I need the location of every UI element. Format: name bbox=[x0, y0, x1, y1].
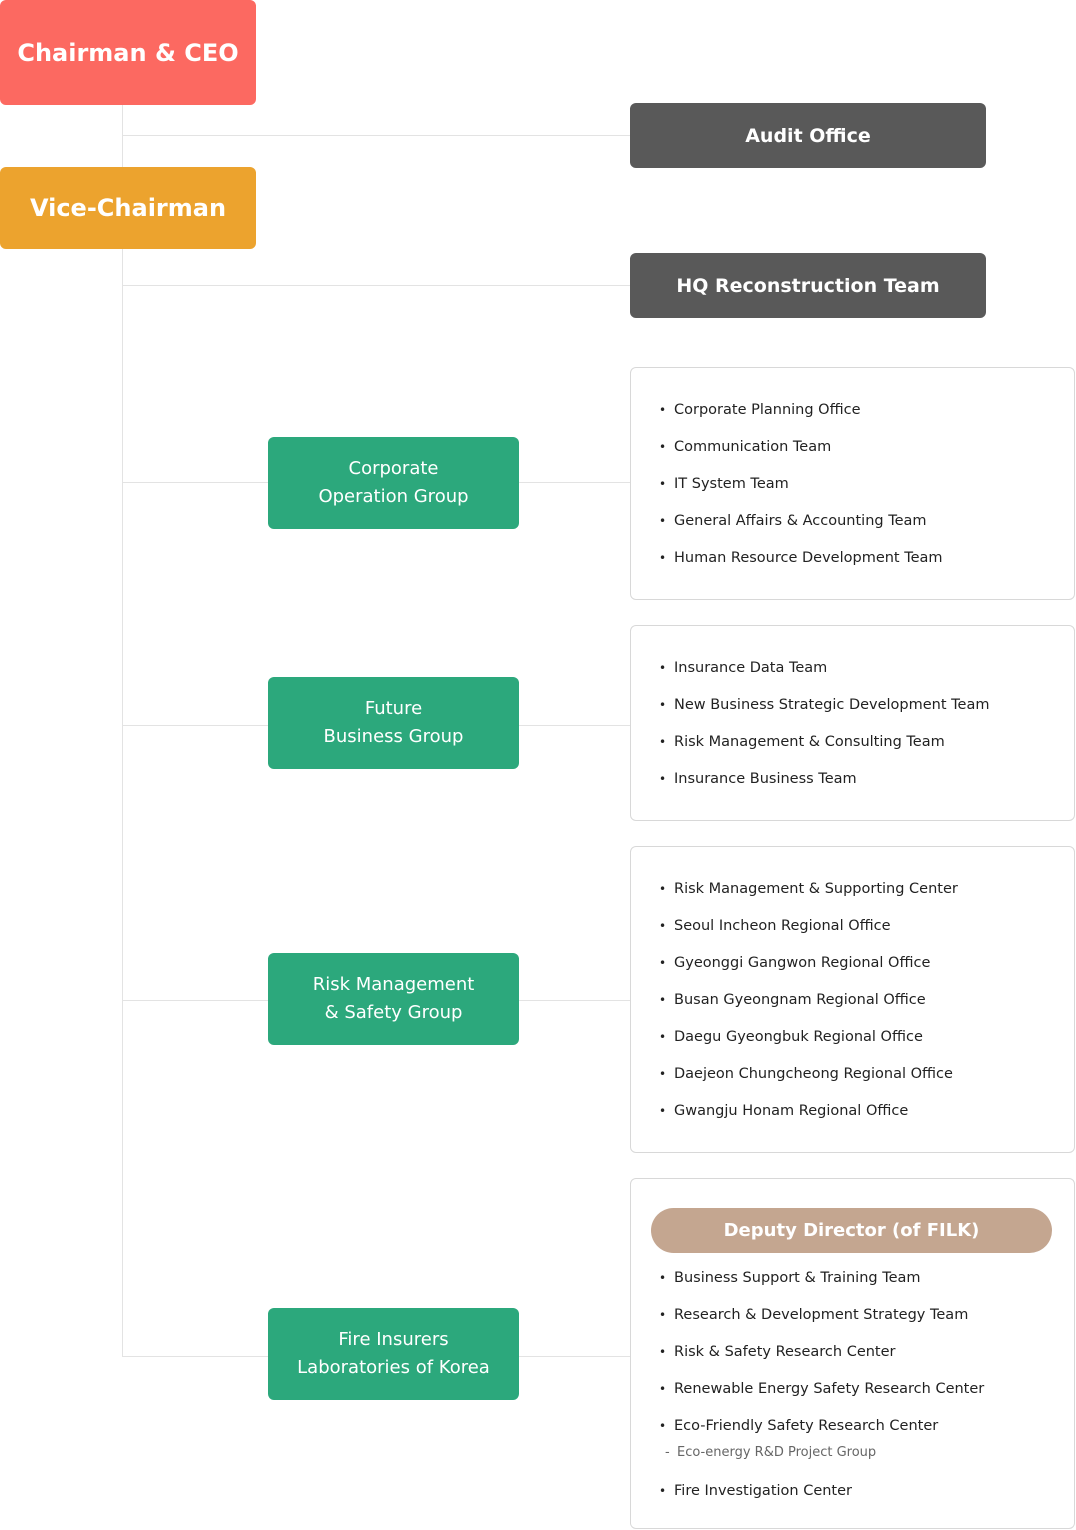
list-item: Risk Management & Consulting Team bbox=[631, 724, 1074, 761]
list-item: Risk Management & Supporting Center bbox=[631, 871, 1074, 908]
list-item: Eco-Friendly Safety Research Center bbox=[631, 1408, 1074, 1445]
vice-chairman-label: Vice-Chairman bbox=[29, 194, 227, 222]
sub-list-item: Eco-energy R&D Project Group bbox=[631, 1445, 1074, 1469]
team-list: Risk Management & Supporting Center Seou… bbox=[631, 871, 1074, 1130]
audit-office-box: Audit Office bbox=[630, 103, 986, 168]
list-item: Fire Investigation Center bbox=[631, 1473, 1074, 1510]
list-item: Daejeon Chungcheong Regional Office bbox=[631, 1056, 1074, 1093]
chairman-box: Chairman & CEO bbox=[0, 0, 256, 105]
hq-reconstruction-box: HQ Reconstruction Team bbox=[630, 253, 986, 318]
list-item: New Business Strategic Development Team bbox=[631, 687, 1074, 724]
list-item: Seoul Incheon Regional Office bbox=[631, 908, 1074, 945]
future-business-panel: Insurance Data Team New Business Strateg… bbox=[630, 625, 1075, 821]
team-list: Insurance Data Team New Business Strateg… bbox=[631, 650, 1074, 798]
corporate-operation-group-box: Corporate Operation Group bbox=[268, 437, 519, 529]
group-label-line1: Fire Insurers bbox=[338, 1329, 449, 1350]
list-item: IT System Team bbox=[631, 466, 1074, 503]
future-business-group-box: Future Business Group bbox=[268, 677, 519, 769]
list-item: Gyeonggi Gangwon Regional Office bbox=[631, 945, 1074, 982]
vice-chairman-box: Vice-Chairman bbox=[0, 167, 256, 249]
list-item: General Affairs & Accounting Team bbox=[631, 503, 1074, 540]
chairman-label: Chairman & CEO bbox=[17, 38, 239, 67]
group-label-line2: Operation Group bbox=[318, 486, 469, 507]
risk-management-safety-group-box: Risk Management & Safety Group bbox=[268, 953, 519, 1045]
deputy-director-badge: Deputy Director (of FILK) bbox=[651, 1208, 1052, 1253]
corporate-operation-panel: Corporate Planning Office Communication … bbox=[630, 367, 1075, 600]
list-item: Communication Team bbox=[631, 429, 1074, 466]
fire-insurers-laboratories-box: Fire Insurers Laboratories of Korea bbox=[268, 1308, 519, 1400]
list-item: Gwangju Honam Regional Office bbox=[631, 1093, 1074, 1130]
team-list: Business Support & Training Team Researc… bbox=[631, 1260, 1074, 1510]
list-item: Busan Gyeongnam Regional Office bbox=[631, 982, 1074, 1019]
hq-connector bbox=[122, 285, 630, 286]
list-item: Research & Development Strategy Team bbox=[631, 1297, 1074, 1334]
list-item: Renewable Energy Safety Research Center bbox=[631, 1371, 1074, 1408]
group-label-line2: Laboratories of Korea bbox=[297, 1357, 490, 1378]
list-item: Risk & Safety Research Center bbox=[631, 1334, 1074, 1371]
list-item: Business Support & Training Team bbox=[631, 1260, 1074, 1297]
list-item: Corporate Planning Office bbox=[631, 392, 1074, 429]
group-label-line1: Risk Management bbox=[312, 974, 475, 995]
list-item: Human Resource Development Team bbox=[631, 540, 1074, 577]
group-label-line2: Business Group bbox=[323, 726, 464, 747]
audit-connector bbox=[122, 135, 630, 136]
audit-office-label: Audit Office bbox=[745, 124, 871, 147]
team-list: Corporate Planning Office Communication … bbox=[631, 392, 1074, 577]
filk-panel: Deputy Director (of FILK) Business Suppo… bbox=[630, 1178, 1075, 1529]
list-item: Insurance Data Team bbox=[631, 650, 1074, 687]
main-vertical-connector bbox=[122, 105, 123, 1357]
list-item: Daegu Gyeongbuk Regional Office bbox=[631, 1019, 1074, 1056]
group-label-line1: Corporate bbox=[348, 458, 439, 479]
deputy-director-label: Deputy Director (of FILK) bbox=[723, 1220, 980, 1241]
list-item: Insurance Business Team bbox=[631, 761, 1074, 798]
hq-reconstruction-label: HQ Reconstruction Team bbox=[676, 274, 940, 297]
group-label-line1: Future bbox=[364, 698, 423, 719]
risk-management-panel: Risk Management & Supporting Center Seou… bbox=[630, 846, 1075, 1153]
group-label-line2: & Safety Group bbox=[324, 1002, 463, 1023]
